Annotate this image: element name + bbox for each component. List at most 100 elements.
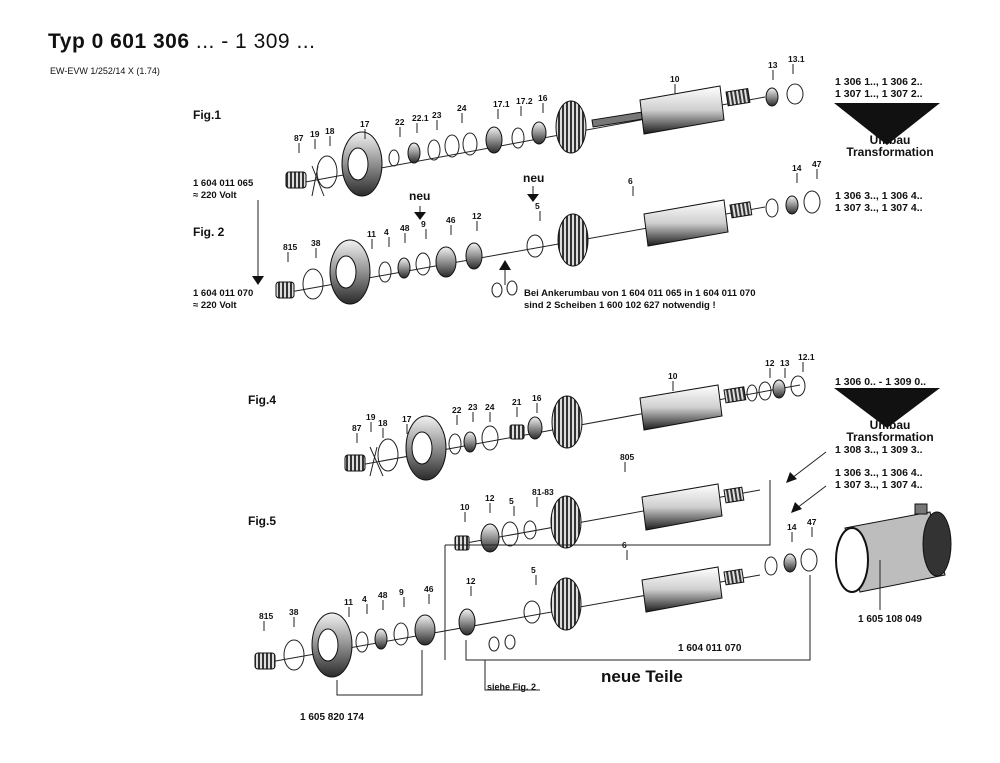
fig5-washer-4	[355, 631, 369, 653]
variants-fig5-line2: 1 307 3.., 1 307 4..	[835, 479, 923, 491]
variants-fig1-line2: 1 307 1.., 1 307 2..	[835, 88, 923, 100]
fig2-ring-38	[302, 268, 324, 300]
callout-fig2-46: 46	[446, 215, 456, 225]
callout-fig4-23: 23	[468, 402, 478, 412]
fig5-pinion-815	[254, 652, 276, 670]
bracket-siehe	[484, 660, 540, 691]
fig2-washer-5	[526, 234, 544, 258]
callout-fig4-17: 17	[402, 414, 412, 424]
fig4-armature-10	[551, 384, 747, 449]
fig1-assembly	[285, 83, 804, 197]
fig5-armature-805	[550, 483, 745, 549]
callout-fig1-13: 13	[768, 60, 778, 70]
fig4-assembly	[344, 375, 806, 481]
callout-fig2-14: 14	[792, 163, 802, 173]
callout-fig2-47: 47	[812, 159, 822, 169]
fig1-bearing-13	[765, 87, 779, 107]
callout-fig2-6: 6	[628, 176, 633, 186]
page-title: Typ 0 601 306 ... - 1 309 ...	[48, 30, 315, 54]
transformation-text-1: Transformation	[846, 145, 934, 159]
callout-fig1-24: 24	[457, 103, 467, 113]
fig1-endshield-17	[341, 131, 383, 197]
fig5-endshield-11	[311, 612, 353, 678]
callout-fig4-21: 21	[512, 397, 522, 407]
transformation-text-2: Transformation	[846, 430, 934, 444]
ref-fig1-armature: 1 604 011 065 ≈ 220 Volt	[193, 178, 253, 202]
fig2-washer	[765, 198, 779, 218]
armature-conversion-note: Bei Ankerumbau von 1 604 011 065 in 1 60…	[524, 288, 755, 312]
see-fig2-label: siehe Fig. 2	[487, 682, 537, 692]
fig2-assembly	[275, 190, 821, 305]
fig4-washer-12b	[758, 381, 772, 401]
variants-fig2-line2: 1 307 3.., 1 307 4..	[835, 202, 923, 214]
callout-fig5_lower-48: 48	[378, 590, 388, 600]
fig4-bearing-16	[527, 416, 543, 440]
figure-label-5: Fig.5	[248, 514, 277, 528]
callout-fig1-18: 18	[325, 126, 335, 136]
variants-fig1: 1 306 1.., 1 306 2.. 1 307 1.., 1 307 2.…	[835, 76, 923, 100]
callout-fig5_lower-12: 12	[466, 576, 476, 586]
fig1-ring-18	[316, 155, 338, 189]
callout-fig5_lower-4: 4	[362, 594, 367, 604]
variants-fig5: 1 306 3.., 1 306 4.. 1 307 3.., 1 307 4.…	[835, 467, 923, 491]
neu-arrow-2	[527, 186, 539, 202]
fig4-washer-12-1	[790, 375, 806, 397]
new-label-1: neu	[409, 189, 431, 203]
transformation-arrow-2	[834, 388, 940, 428]
callout-fig5_lower-9: 9	[399, 587, 404, 597]
callout-fig5_upper-5: 5	[509, 496, 514, 506]
fig5-armature-6	[550, 566, 745, 631]
fig5-bearing-12-upper	[480, 523, 500, 553]
fig5-motor-housing	[835, 503, 952, 593]
callout-fig1-13-1: 13.1	[788, 54, 805, 64]
fig5-washer-9	[393, 622, 409, 646]
callout-fig2-9: 9	[421, 219, 426, 229]
callout-fig2-4: 4	[384, 227, 389, 237]
diag-arrow-2	[791, 485, 827, 513]
callout-fig5_lower-11: 11	[344, 597, 353, 607]
callout-fig1-87: 87	[294, 133, 304, 143]
fig5-shim-b	[504, 634, 516, 650]
callout-fig5_upper-6: 6	[622, 540, 627, 550]
bracket-bearing	[336, 650, 423, 696]
fig4-washer-23	[463, 431, 477, 453]
variants-fig4-b-line1: 1 308 3.., 1 309 3..	[835, 444, 923, 456]
variants-fig4-line1: 1 306 0.. - 1 309 0..	[835, 376, 927, 388]
callout-fig4-12: 12	[765, 358, 775, 368]
fig2-washer-4	[378, 261, 392, 283]
callout-fig5_upper-10: 10	[460, 502, 470, 512]
fig5-ring-38	[283, 639, 305, 671]
part-number-bearing: 1 605 820 174	[300, 712, 364, 723]
callout-fig2-815: 815	[283, 242, 297, 252]
fig4-ring-18	[377, 438, 399, 472]
fig5-washer-81-83	[523, 520, 537, 540]
fig5-assembly	[254, 480, 952, 696]
callout-fig1-22-1: 22.1	[412, 113, 429, 123]
part-number-housing: 1 605 108 049	[858, 614, 922, 625]
fig4-bearing-13	[772, 379, 786, 399]
fig2-cap-47	[803, 190, 821, 214]
fig1-cap-13-1	[786, 83, 804, 105]
callout-fig4-10: 10	[668, 371, 678, 381]
callout-fig2-5: 5	[535, 201, 540, 211]
callout-fig5_upper-805: 805	[620, 452, 634, 462]
fig4-pinion-87	[344, 454, 366, 472]
transformation-arrow-1	[834, 103, 940, 145]
callout-fig2-12: 12	[472, 211, 482, 221]
callout-fig1-17-1: 17.1	[493, 99, 510, 109]
figure-label-2: Fig. 2	[193, 225, 225, 239]
diag-arrow-1	[786, 451, 827, 483]
callout-fig5_lower-46: 46	[424, 584, 434, 594]
fig2-pinion-815	[275, 281, 295, 299]
callout-fig4-18: 18	[378, 418, 388, 428]
fig1-ring-24b	[462, 132, 478, 156]
fig4-ring-24	[481, 425, 499, 451]
fig5-bearing-48	[374, 628, 388, 650]
callout-fig4-12-1: 12.1	[798, 352, 815, 362]
fig1-ring-24a	[444, 134, 460, 158]
title-tail: ... - 1 309 ...	[195, 30, 316, 53]
note-line-2: sind 2 Scheiben 1 600 102 627 notwendig …	[524, 300, 716, 311]
